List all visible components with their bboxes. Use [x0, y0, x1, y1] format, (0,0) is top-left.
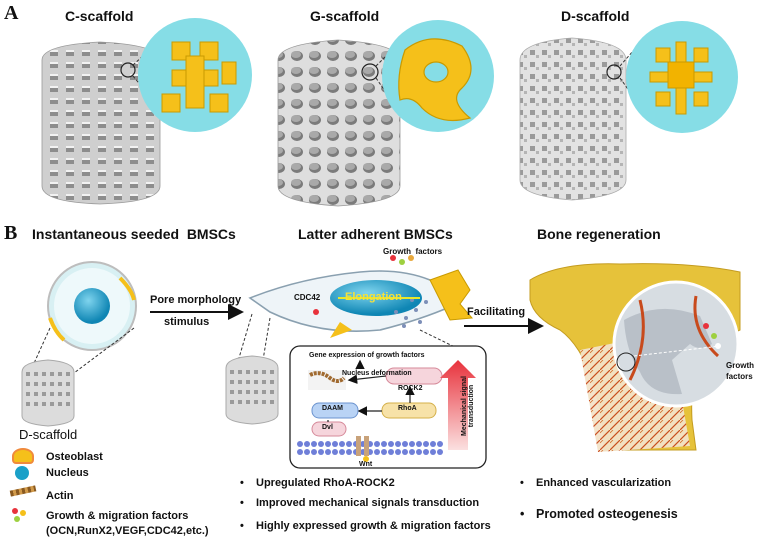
- osteoblast-icon: [12, 448, 34, 464]
- d-scaffold-cylinder: [519, 37, 627, 201]
- middle-d-scaffold: [225, 355, 279, 425]
- middle-bullet-3: • Highly expressed growth & migration fa…: [240, 520, 491, 532]
- right-bullet-2: • Promoted osteogenesis: [520, 507, 678, 521]
- facilitating-arrow-label: Facilitating: [467, 306, 526, 318]
- middle-bullet-1: • Upregulated RhoA-ROCK2: [240, 477, 395, 489]
- left-title: Instantaneous seeded BMSCs: [32, 226, 236, 242]
- d-scaffold-label: D-scaffold: [561, 8, 630, 24]
- panel-a-letter: A: [4, 2, 19, 24]
- pathway-mechanical: Mechanical signal transduction: [461, 376, 475, 436]
- pore-arrow-label-bottom: stimulus: [164, 316, 210, 328]
- seeded-cell: [47, 261, 137, 351]
- elongated-cell: [248, 255, 474, 338]
- left-d-scaffold-label: D-scaffold: [19, 427, 78, 442]
- pathway-nucleus-deformation: Nucleus deformation: [342, 370, 412, 377]
- right-title: Bone regeneration: [537, 226, 661, 242]
- panel-a-illustrations: [41, 18, 738, 207]
- pathway-box: [289, 345, 487, 469]
- left-d-scaffold: [21, 359, 75, 427]
- middle-bullet-2: • Improved mechanical signals transducti…: [240, 497, 480, 509]
- pathway-wnt: Wnt: [359, 461, 373, 468]
- right-bullets: • Enhanced vascularization • Promoted os…: [520, 477, 750, 525]
- pathway-daam: DAAM: [322, 405, 343, 412]
- actin-icon: [9, 485, 37, 497]
- c-scaffold-cylinder: [41, 41, 161, 205]
- legend-nucleus: Nucleus: [46, 467, 89, 479]
- middle-title: Latter adherent BMSCs: [298, 226, 453, 242]
- g-scaffold-label: G-scaffold: [310, 8, 380, 24]
- bone-growth-factors-label: Growth factors: [726, 361, 754, 381]
- elongation-label: Elongation: [345, 291, 402, 303]
- legend-osteoblast: Osteoblast: [46, 451, 103, 463]
- right-bullet-1: • Enhanced vascularization: [520, 477, 672, 489]
- pore-arrow-label-top: Pore morphology: [150, 294, 242, 306]
- cdc42-label: CDC42: [294, 293, 321, 302]
- legend-factors: Growth & migration factors: [46, 510, 189, 522]
- pathway-dvl: Dvl: [322, 424, 333, 431]
- cell-growth-factors-label: Growth factors: [383, 247, 443, 256]
- nucleus-icon: [15, 466, 29, 480]
- middle-bullets: • Upregulated RhoA-ROCK2 • Improved mech…: [240, 477, 520, 538]
- c-scaffold-label: C-scaffold: [65, 8, 134, 24]
- legend-actin: Actin: [46, 490, 74, 502]
- pathway-rock2: ROCK2: [398, 385, 423, 392]
- bone-illustration: [529, 263, 741, 452]
- pathway-title: Gene expression of growth factors: [309, 352, 425, 359]
- panel-b-illustrations: [21, 255, 741, 469]
- panel-b-letter: B: [4, 222, 18, 244]
- legend-factors-list: (OCN,RunX2,VEGF,CDC42,etc.): [46, 525, 209, 537]
- pathway-rhoa: RhoA: [398, 405, 417, 412]
- legend: Osteoblast Nucleus Actin Growth & migrat…: [8, 448, 238, 540]
- factors-icon: [12, 508, 32, 526]
- g-scaffold-cylinder: [277, 39, 401, 207]
